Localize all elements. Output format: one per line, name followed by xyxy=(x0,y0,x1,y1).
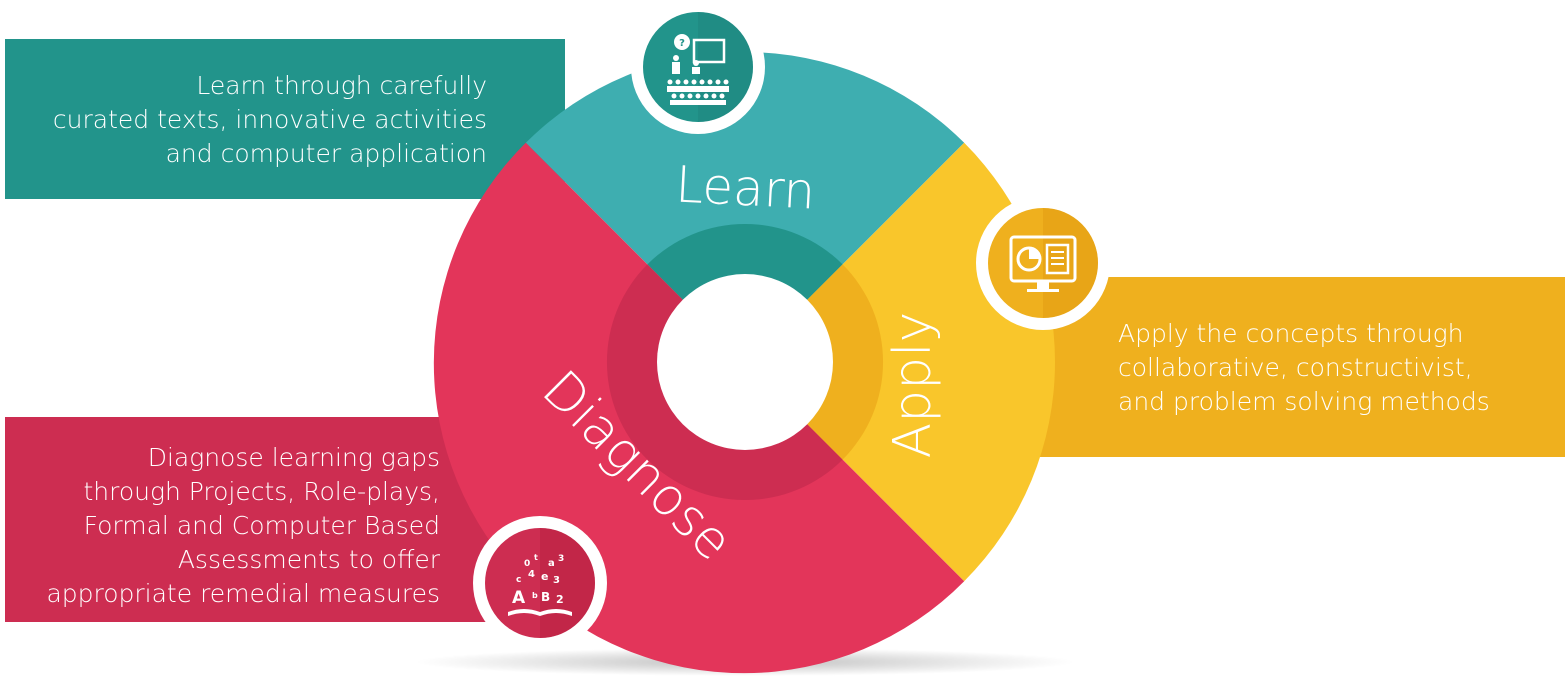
apply-description-banner: Apply the concepts through collaborative… xyxy=(1000,277,1565,457)
open-book-letters-icon: 0 t a 3 c 4 e 3 A b B 2 xyxy=(473,516,607,650)
classroom-teacher-icon: ? xyxy=(631,0,765,134)
learn-segment xyxy=(525,52,965,362)
learn-description: Learn through carefully curated texts, i… xyxy=(7,69,487,171)
learn-description-banner: Learn through carefully curated texts, i… xyxy=(5,39,565,199)
diagnose-description-line: through Projects, Role-plays, xyxy=(83,477,440,506)
svg-text:e: e xyxy=(541,570,548,583)
diagnose-description-line: Diagnose learning gaps xyxy=(147,443,440,472)
svg-text:0: 0 xyxy=(524,559,530,569)
apply-label: Apply xyxy=(883,312,943,459)
svg-text:a: a xyxy=(548,558,555,569)
diagnose-description: Diagnose learning gaps through Projects,… xyxy=(0,441,440,611)
svg-text:3: 3 xyxy=(558,554,564,564)
learn-description-line: Learn through carefully xyxy=(196,71,487,100)
computer-monitor-chart-icon xyxy=(976,196,1110,330)
apply-description-line: Apply the concepts through xyxy=(1118,319,1464,348)
wheel-center xyxy=(657,274,833,450)
svg-text:t: t xyxy=(534,553,538,562)
svg-text:b: b xyxy=(532,591,538,600)
learn-description-line: and computer application xyxy=(165,139,487,168)
learn-description-line: curated texts, innovative activities xyxy=(52,105,487,134)
apply-description: Apply the concepts through collaborative… xyxy=(1118,317,1558,419)
diagnose-description-line: appropriate remedial measures xyxy=(46,579,440,608)
apply-description-line: and problem solving methods xyxy=(1118,387,1490,416)
diagnose-description-banner: Diagnose learning gaps through Projects,… xyxy=(5,417,525,622)
apply-description-line: collaborative, constructivist, xyxy=(1118,353,1473,382)
svg-text:c: c xyxy=(516,575,521,585)
svg-text:B: B xyxy=(541,590,550,604)
svg-text:A: A xyxy=(512,588,526,608)
diagnose-description-line: Assessments to offer xyxy=(177,545,440,574)
learn-label: Learn xyxy=(674,155,817,220)
svg-text:3: 3 xyxy=(553,575,560,586)
svg-text:4: 4 xyxy=(528,569,535,580)
svg-text:2: 2 xyxy=(556,593,564,606)
diagnose-description-line: Formal and Computer Based xyxy=(83,511,440,540)
svg-text:?: ? xyxy=(679,38,685,49)
